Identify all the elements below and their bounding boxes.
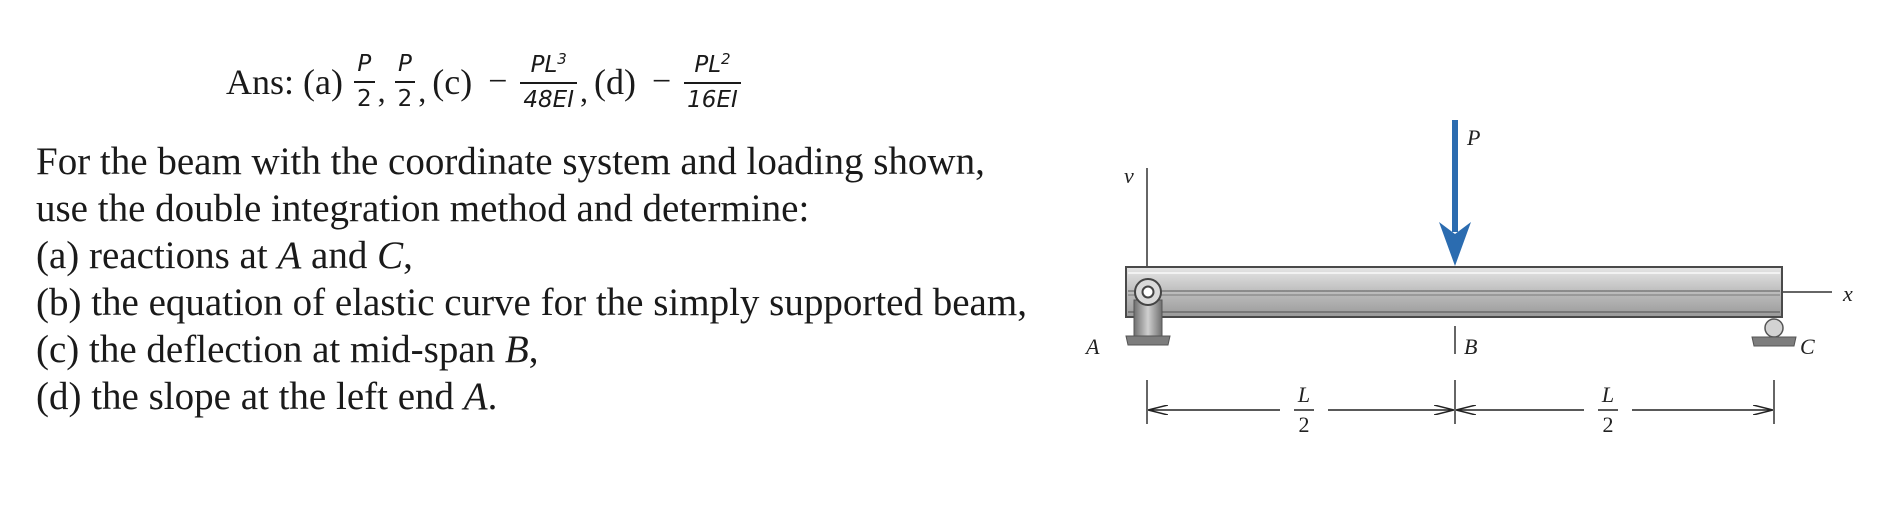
svg-text:L: L <box>1601 382 1614 407</box>
pin-support-a <box>1125 278 1171 346</box>
comma: , <box>377 72 386 109</box>
fraction-numerator: P <box>357 51 372 77</box>
roller-support-c <box>1751 318 1797 347</box>
point-c-label: C <box>1800 334 1815 359</box>
problem-line-1: For the beam with the coordinate system … <box>36 140 985 183</box>
problem-line-2: use the double integration method and de… <box>36 187 810 230</box>
answer-line: Ans: (a) P 2 , P 2 , (c) − PL3 48EI , (d… <box>226 42 744 122</box>
svg-text:2: 2 <box>1603 412 1614 437</box>
fraction-denominator: 2 <box>394 81 416 111</box>
fraction-numerator: PL3 <box>530 50 567 78</box>
fraction-numerator: P <box>397 51 412 77</box>
problem-part-a: (a) reactions at A and C, <box>36 234 413 277</box>
dimension-lines <box>1146 380 1775 424</box>
answer-c-label: (c) <box>432 62 473 102</box>
fraction-denominator: 48EI <box>520 82 577 112</box>
problem-part-c: (c) the deflection at mid-span B, <box>36 328 539 371</box>
answer-c-fraction: PL3 48EI <box>520 52 577 112</box>
fraction-denominator: 16EI <box>684 82 741 112</box>
comma: , <box>580 72 588 109</box>
dimension-label-right: L 2 <box>1598 382 1618 437</box>
problem-part-d: (d) the slope at the left end A. <box>36 375 498 418</box>
fraction-denominator: 2 <box>353 81 375 111</box>
point-a-label: A <box>1084 334 1100 359</box>
problem-statement: For the beam with the coordinate system … <box>36 138 1027 420</box>
answer-a-fraction-2: P 2 <box>394 51 416 111</box>
dimension-label-left: L 2 <box>1294 382 1314 437</box>
answer-prefix: Ans: (a) <box>226 62 343 102</box>
load-arrow <box>1439 120 1471 266</box>
problem-part-b: (b) the equation of elastic curve for th… <box>36 281 1027 324</box>
answer-a-fraction-1: P 2 <box>353 51 375 111</box>
minus-sign: − <box>651 63 672 100</box>
point-b-label: B <box>1464 334 1477 359</box>
comma: , <box>418 72 427 109</box>
v-axis-label: v <box>1124 163 1134 188</box>
answer-d-label: (d) <box>594 62 636 102</box>
x-axis-label: x <box>1842 281 1853 306</box>
load-p-label: P <box>1466 125 1480 150</box>
svg-text:L: L <box>1297 382 1310 407</box>
minus-sign: − <box>488 63 508 100</box>
fraction-numerator: PL2 <box>694 50 731 78</box>
answer-d-fraction: PL2 16EI <box>684 52 741 112</box>
beam <box>1125 266 1783 318</box>
svg-text:2: 2 <box>1299 412 1310 437</box>
